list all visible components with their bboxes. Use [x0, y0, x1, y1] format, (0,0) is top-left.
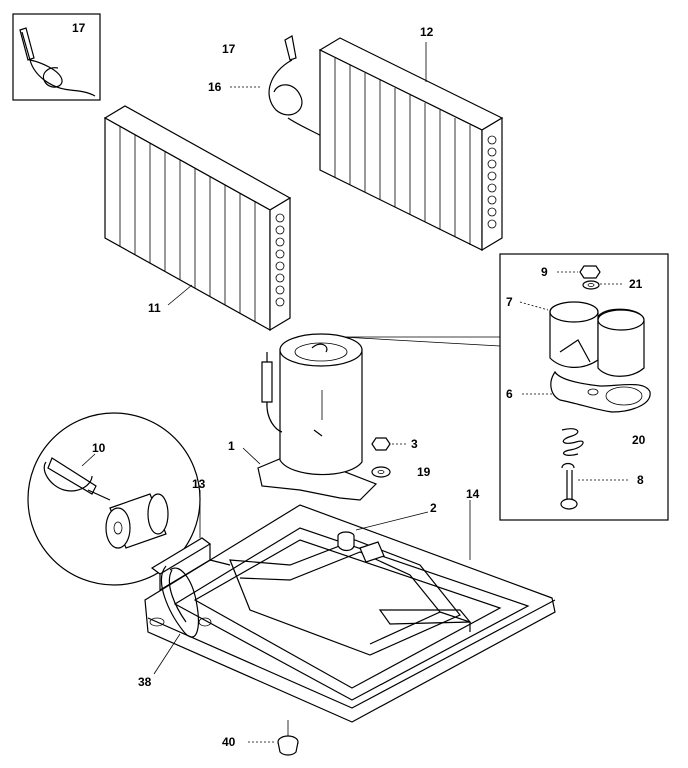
callout-40: 40: [222, 735, 236, 749]
callout-38: 38: [138, 675, 152, 689]
callout-20: 20: [632, 433, 646, 447]
grommet-19: 19: [371, 465, 431, 479]
strap-38: 38: [138, 565, 199, 689]
callout-12: 12: [420, 25, 434, 39]
callout-19: 19: [417, 465, 431, 479]
callout-17-inset: 17: [72, 21, 86, 35]
callout-14: 14: [466, 487, 480, 501]
detail-box: 9 21 7 6 20: [341, 253, 669, 521]
callout-16: 16: [208, 80, 222, 94]
callout-11: 11: [148, 301, 161, 315]
bolt-8: 8: [560, 462, 644, 510]
spring: [561, 428, 584, 456]
callout-9: 9: [541, 265, 548, 279]
inset-capillary-tube: 17: [12, 13, 101, 101]
capillary-tube: 17 16: [208, 35, 326, 139]
bracket-7: 7: [506, 295, 645, 377]
callout-1: 1: [228, 439, 235, 453]
compressor-1: 1: [228, 333, 378, 501]
callout-2: 2: [430, 501, 437, 515]
nut-3: 3: [371, 437, 418, 451]
callout-8: 8: [637, 473, 644, 487]
callout-10: 10: [92, 441, 106, 455]
nut-9: 9: [541, 265, 601, 279]
inset-motor-10: 10: [27, 412, 201, 586]
callout-3: 3: [411, 437, 418, 451]
callout-17: 17: [222, 42, 236, 56]
callout-7: 7: [506, 295, 513, 309]
callout-21: 21: [629, 277, 643, 291]
grommet-plate-6: 6: [506, 370, 651, 413]
coil-11: 11: [103, 105, 292, 332]
base-pan-14: 13 14: [144, 477, 556, 723]
washer-21: 21: [582, 277, 643, 291]
callout-6: 6: [506, 387, 513, 401]
callout-13: 13: [192, 477, 206, 491]
coil-12: 12: [318, 25, 504, 252]
grommet-2: 2: [337, 501, 437, 552]
foot-40: 40: [222, 720, 299, 756]
